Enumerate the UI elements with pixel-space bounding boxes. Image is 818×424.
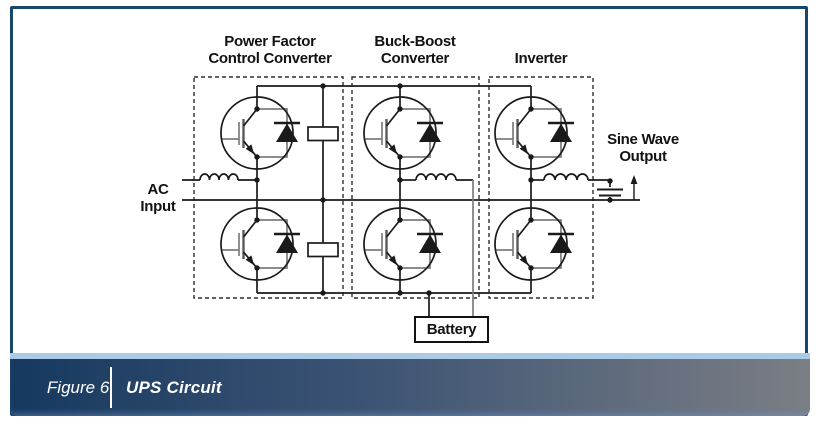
buck-boost-label-line2: Converter — [380, 50, 450, 67]
inverter-block-label: Inverter — [514, 50, 568, 67]
inverter-block-outline — [488, 76, 594, 299]
caption-divider — [110, 367, 112, 408]
battery-box: Battery — [414, 316, 489, 343]
inverter-output-branch — [531, 173, 638, 200]
battery-label: Battery — [426, 321, 477, 338]
pfc-block-label: Power Factor Control Converter — [190, 33, 350, 67]
dc-link-capacitor-upper — [307, 126, 339, 142]
figure-caption-bar: Figure 6. UPS Circuit — [10, 353, 810, 416]
buck-boost-label-line1: Buck-Boost — [374, 33, 456, 50]
pfc-igbt-bottom — [219, 206, 302, 282]
junction-dots — [254, 83, 613, 296]
ac-input-label: AC Input — [140, 181, 176, 215]
buck-boost-block-outline — [351, 76, 480, 299]
ac-input-lines — [182, 173, 640, 201]
dc-link-capacitor-lower — [307, 242, 339, 258]
pfc-label-line1: Power Factor — [224, 33, 316, 50]
pfc-label-line2: Control Converter — [208, 50, 332, 67]
output-arrow-icon — [630, 175, 638, 184]
diagram-frame — [10, 6, 808, 416]
figure-number: Figure 6. — [46, 377, 114, 397]
caption-gradient-bar: Figure 6. UPS Circuit — [10, 359, 810, 416]
caption-accent-strip — [10, 353, 810, 359]
figure-title: UPS Circuit — [126, 377, 222, 397]
sine-wave-output-label: Sine Wave Output — [607, 131, 679, 165]
ac-input-inductor — [199, 173, 239, 181]
output-inductor — [543, 173, 589, 181]
buck-boost-igbt-top — [362, 95, 445, 171]
inverter-igbt-bottom — [493, 206, 576, 282]
buck-boost-battery-branch — [400, 173, 474, 316]
buck-boost-igbt-bottom — [362, 206, 445, 282]
pfc-igbt-top — [219, 95, 302, 171]
buck-boost-block-label: Buck-Boost Converter — [335, 33, 495, 67]
pfc-block-outline — [193, 76, 344, 299]
buck-boost-inductor — [415, 173, 457, 181]
dc-bus-rails — [256, 85, 532, 294]
